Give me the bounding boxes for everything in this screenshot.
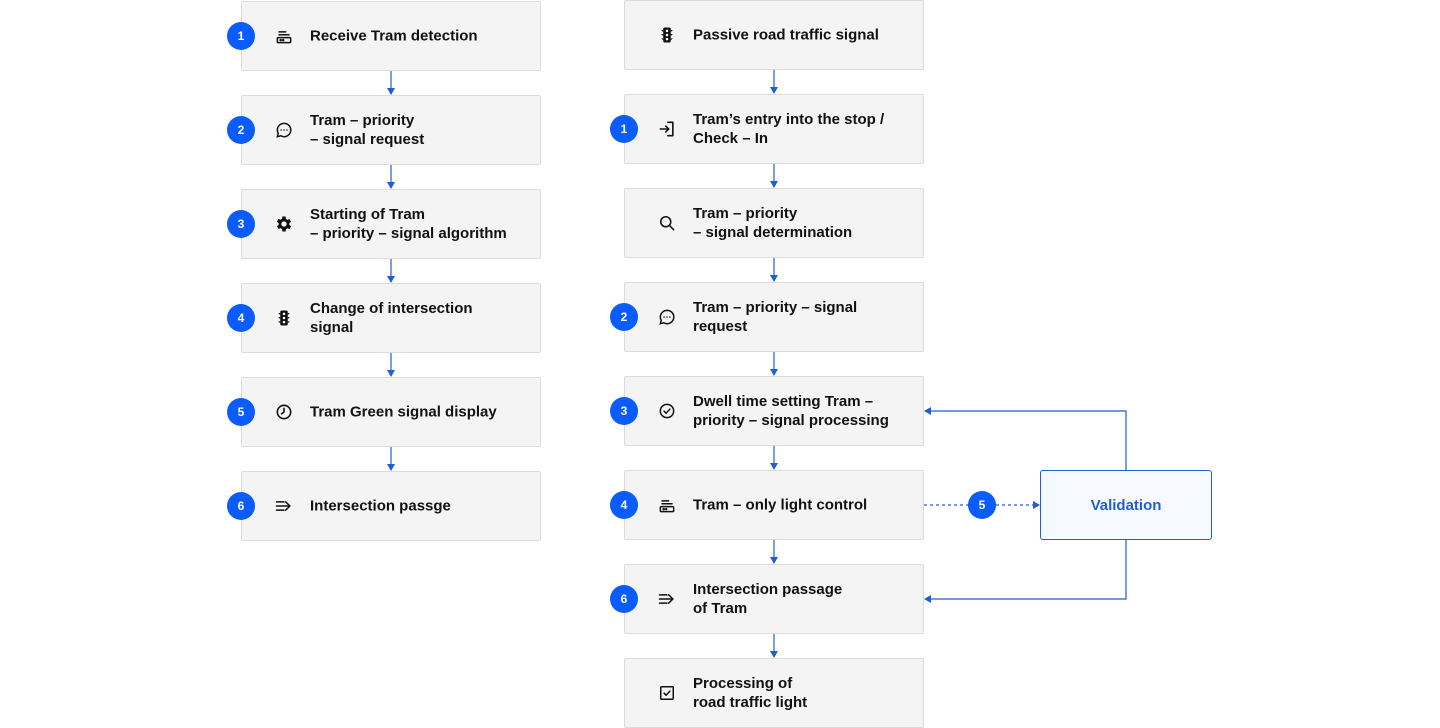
left-step-badge: 5 [227,398,255,426]
login-icon [655,117,679,141]
validation-box: Validation [1040,470,1212,540]
validation-label: Validation [1090,496,1162,514]
router-icon [655,493,679,517]
step-label: Tram’s entry into the stop /Check – In [693,111,885,147]
right-step-badge: 1 [610,115,638,143]
step-label: Tram Green signal display [310,403,497,421]
step-label: Tram – priority– signal request [310,112,425,148]
chat-icon [272,118,296,142]
traffic-light-icon [655,23,679,47]
left-step-5: Tram Green signal display [241,377,541,447]
arrow-right-lines-icon [272,494,296,518]
left-step-badge: 4 [227,304,255,332]
search-icon [655,211,679,235]
left-step-badge: 2 [227,116,255,144]
validation-output-arrow [924,540,1127,603]
arrow-right-lines-icon [655,587,679,611]
clock-icon [272,400,296,424]
step-label: Starting of Tram– priority – signal algo… [310,206,507,242]
right-step-badge: 3 [610,397,638,425]
right-step-3: Tram – priority– signal determination [624,188,924,258]
left-step-2: Tram – priority– signal request [241,95,541,165]
step-label: Dwell time setting Tram –priority – sign… [693,393,889,429]
check-circle-icon [655,399,679,423]
validation-step-badge: 5 [968,491,996,519]
right-step-badge: 4 [610,491,638,519]
step-label: Tram – priority– signal determination [693,205,853,241]
validation-feedback-arrow [924,407,1127,470]
checkbox-icon [655,681,679,705]
left-step-6: Intersection passge [241,471,541,541]
left-step-badge: 3 [227,210,255,238]
step-label: Tram – only light control [693,496,868,514]
left-step-badge: 6 [227,492,255,520]
right-step-6: Tram – only light control [624,470,924,540]
chat-icon [655,305,679,329]
left-step-badge: 1 [227,22,255,50]
right-step-badge: 6 [610,585,638,613]
step-label: Passive road traffic signal [693,26,879,44]
left-step-1: Receive Tram detection [241,1,541,71]
router-icon [272,24,296,48]
left-step-3: Starting of Tram– priority – signal algo… [241,189,541,259]
traffic-light-icon [272,306,296,330]
right-step-badge: 2 [610,303,638,331]
step-label: Intersection passge [310,497,451,515]
right-step-1: Passive road traffic signal [624,0,924,70]
right-step-5: Dwell time setting Tram –priority – sign… [624,376,924,446]
gear-icon [272,212,296,236]
step-label: Receive Tram detection [310,27,478,45]
right-step-2: Tram’s entry into the stop /Check – In [624,94,924,164]
